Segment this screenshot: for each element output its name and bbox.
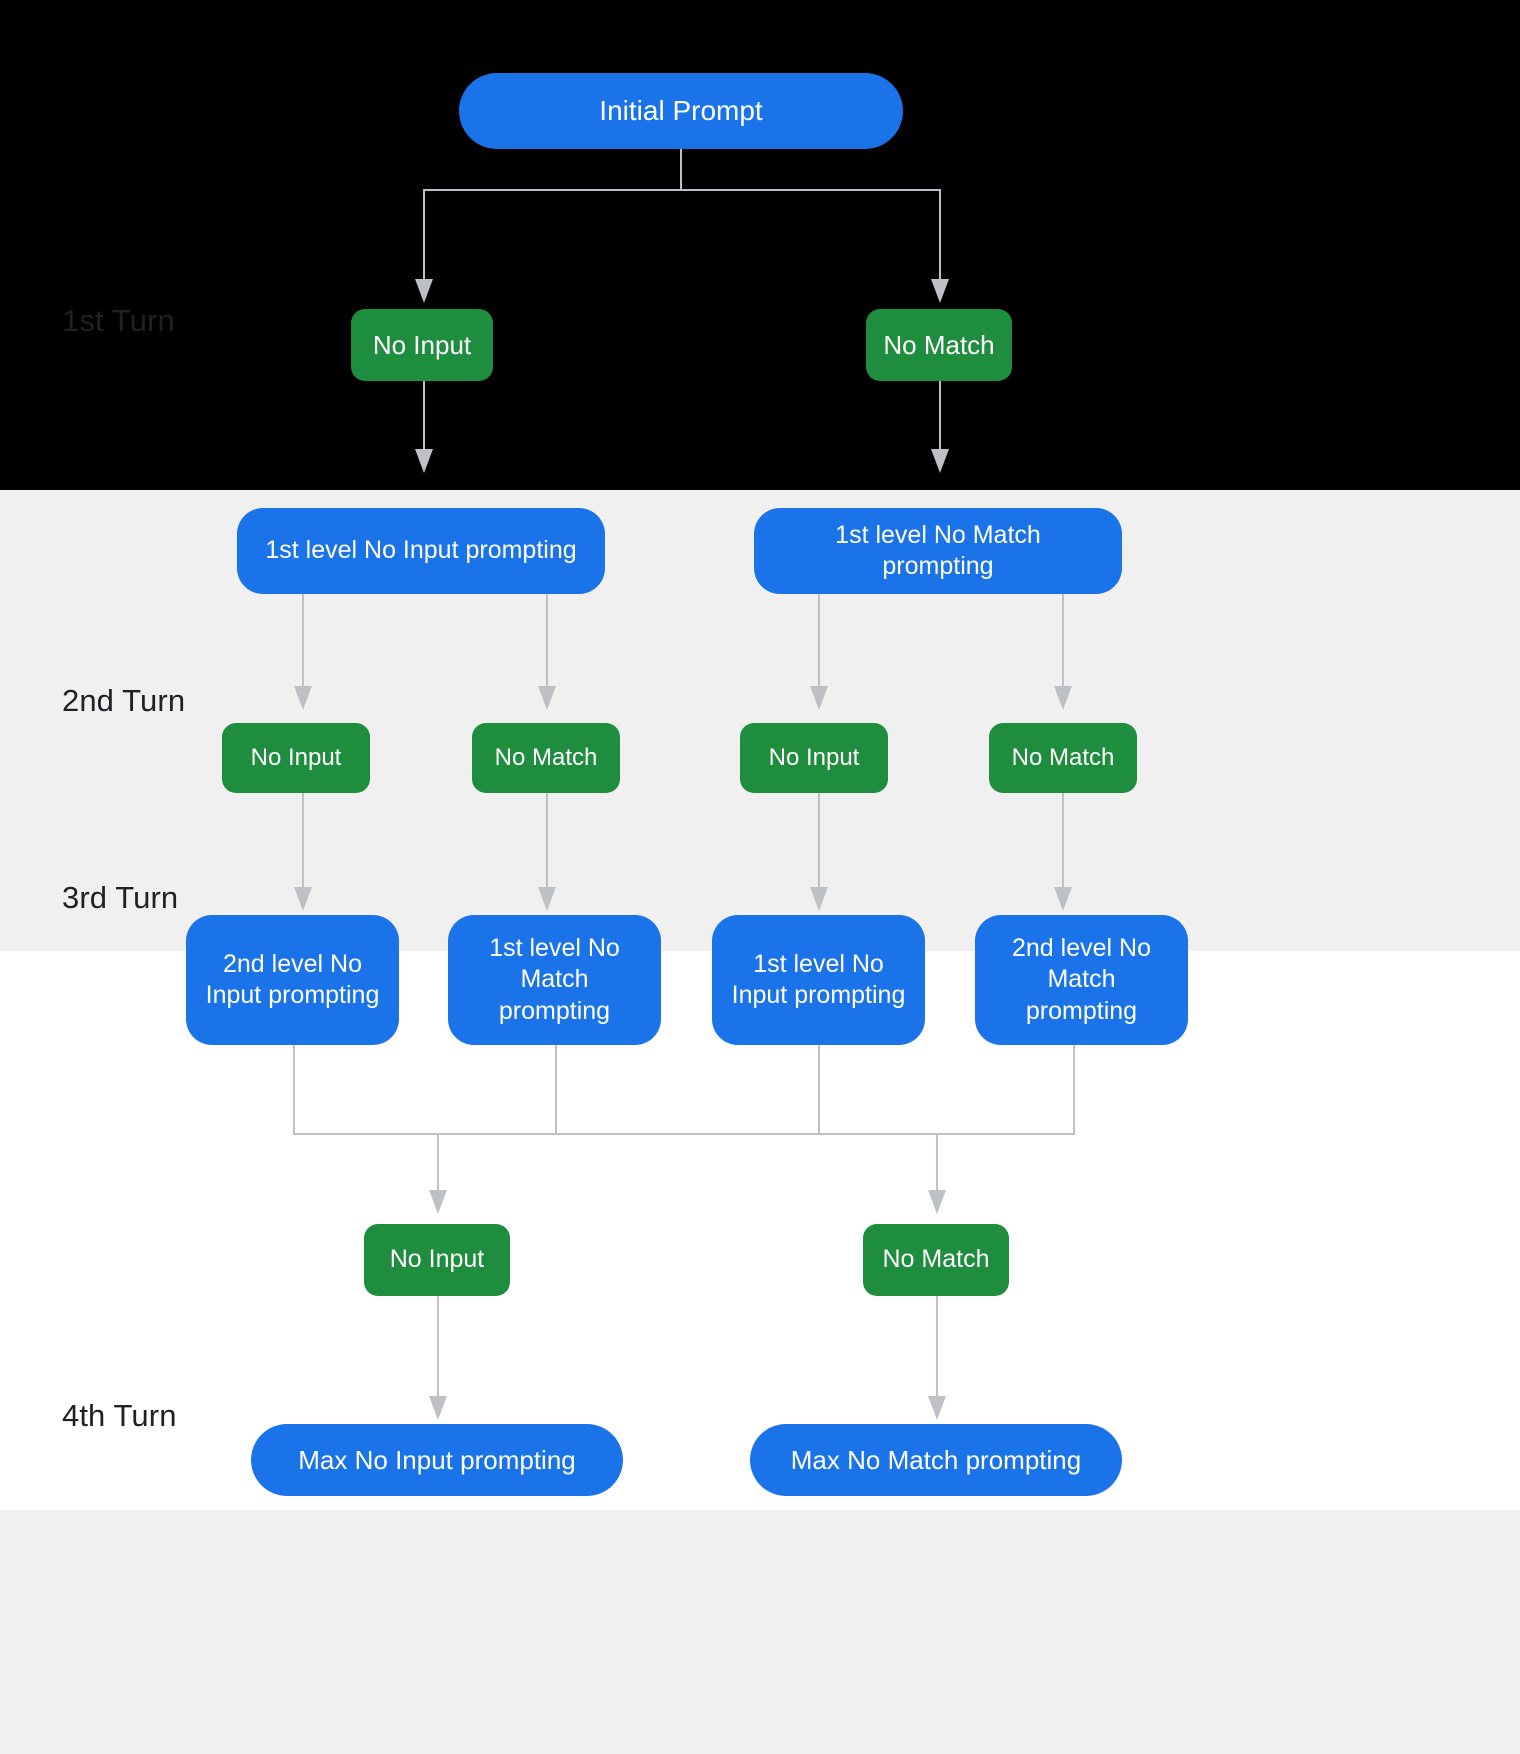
node-turn1-no-input[interactable]: No Input <box>351 309 493 381</box>
connector-bus-to-t3-nomatch <box>936 1133 938 1205</box>
connector-l1in-to-t2-nomatch <box>546 594 548 688</box>
arrowhead-max-no-match <box>928 1396 946 1420</box>
connector-root-to-turn1-left <box>423 189 425 281</box>
connector-t2d-to-l2d <box>1062 793 1064 889</box>
node-max-no-input-prompting[interactable]: Max No Input prompting <box>251 1424 623 1496</box>
connector-t2b-to-l2b <box>546 793 548 889</box>
connector-l2c-down <box>818 1045 820 1135</box>
band-turn-4-light <box>0 1510 1520 1754</box>
connector-l2b-down <box>555 1045 557 1135</box>
node-turn3-no-match[interactable]: No Match <box>863 1224 1009 1296</box>
connector-l1in-to-t2-noinput <box>302 594 304 688</box>
node-turn2-no-match-b[interactable]: No Match <box>989 723 1137 793</box>
connector-t1-noinput-to-l1 <box>423 381 425 451</box>
arrowhead-t2-no-match-b <box>1054 686 1072 710</box>
node-turn3-no-input[interactable]: No Input <box>364 1224 510 1296</box>
connector-l2a-down <box>293 1045 295 1135</box>
connector-l1mt-to-t2-noinput <box>818 594 820 688</box>
node-turn2-no-input-b[interactable]: No Input <box>740 723 888 793</box>
turn-label-4th: 4th Turn <box>62 1398 177 1433</box>
node-turn1-no-match[interactable]: No Match <box>866 309 1012 381</box>
connector-t1-nomatch-to-l1 <box>939 381 941 451</box>
node-level2-no-input-prompting[interactable]: 2nd level No Input prompting <box>186 915 399 1045</box>
arrowhead-max-no-input <box>429 1396 447 1420</box>
connector-root-stem <box>680 145 682 190</box>
connector-t3-nomatch-to-max <box>936 1296 938 1408</box>
arrowhead-turn1-no-input <box>415 279 433 303</box>
connector-root-to-turn1-right <box>939 189 941 281</box>
arrowhead-t2-no-input-a <box>294 686 312 710</box>
connector-l2d-down <box>1073 1045 1075 1135</box>
node-level1-no-match-prompting[interactable]: 1st level No Match prompting <box>754 508 1122 594</box>
arrowhead-l2-prompt-c <box>810 887 828 911</box>
connector-t2c-to-l2c <box>818 793 820 889</box>
arrowhead-t3-no-input <box>429 1190 447 1214</box>
connector-bus-to-t3-noinput <box>437 1133 439 1205</box>
node-max-no-match-prompting[interactable]: Max No Match prompting <box>750 1424 1122 1496</box>
node-level1-no-input-prompting[interactable]: 1st level No Input prompting <box>237 508 605 594</box>
node-turn2-no-match-a[interactable]: No Match <box>472 723 620 793</box>
connector-l1mt-to-t2-nomatch <box>1062 594 1064 688</box>
node-initial-prompt[interactable]: Initial Prompt <box>459 73 903 149</box>
arrowhead-l2-prompt-a <box>294 887 312 911</box>
node-turn2-no-input-a[interactable]: No Input <box>222 723 370 793</box>
arrowhead-l1-no-input-prompt <box>415 449 433 473</box>
node-level1-no-input-prompting-t3[interactable]: 1st level No Input prompting <box>712 915 925 1045</box>
connector-t2a-to-l2a <box>302 793 304 889</box>
arrowhead-t2-no-input-b <box>810 686 828 710</box>
node-level1-no-match-prompting-t3[interactable]: 1st level No Match prompting <box>448 915 661 1045</box>
connector-t3-noinput-to-max <box>437 1296 439 1408</box>
turn-label-1st: 1st Turn <box>62 303 175 338</box>
connector-merge-bus <box>293 1133 1075 1135</box>
arrowhead-t2-no-match-a <box>538 686 556 710</box>
turn-label-3rd: 3rd Turn <box>62 880 179 915</box>
node-level2-no-match-prompting[interactable]: 2nd level No Match prompting <box>975 915 1188 1045</box>
arrowhead-turn1-no-match <box>931 279 949 303</box>
arrowhead-t3-no-match <box>928 1190 946 1214</box>
arrowhead-l1-no-match-prompt <box>931 449 949 473</box>
arrowhead-l2-prompt-d <box>1054 887 1072 911</box>
connector-root-bus <box>423 189 940 191</box>
arrowhead-l2-prompt-b <box>538 887 556 911</box>
turn-label-2nd: 2nd Turn <box>62 683 186 718</box>
